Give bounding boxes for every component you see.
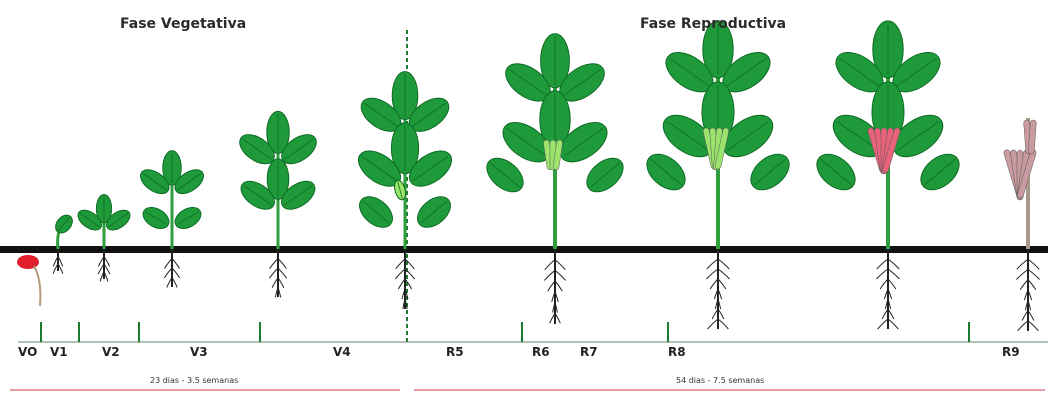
root-branch [718, 259, 729, 269]
stage-label-r7: R7 [580, 345, 598, 359]
plants-group [17, 21, 1040, 331]
root-branch [1028, 270, 1040, 280]
root-branch [545, 260, 555, 270]
root-branch [718, 269, 730, 279]
plant-v3 [136, 151, 207, 288]
root-branch [270, 259, 278, 269]
root-branch [1017, 259, 1028, 269]
root-branch [165, 259, 172, 269]
stage-label-vo: VO [18, 345, 37, 359]
root-branch [878, 319, 888, 329]
root-branch [1028, 321, 1038, 331]
stage-label-v3: V3 [190, 345, 208, 359]
root-branch [706, 269, 718, 279]
root-branch [278, 268, 287, 278]
plant-r7 [640, 21, 796, 329]
root-branch [269, 268, 278, 278]
plant-r9 [1003, 118, 1039, 331]
root-branch [888, 319, 898, 329]
plant-r6 [481, 34, 630, 324]
root-branch [172, 268, 180, 278]
root-branch [544, 270, 555, 280]
root-branch [718, 279, 726, 289]
radicle [34, 266, 40, 306]
plant-v1 [52, 212, 76, 274]
root-branch [877, 259, 888, 269]
seed [17, 255, 39, 269]
root-branch [164, 268, 172, 278]
root-branch [888, 279, 896, 289]
reproductive-duration: 54 dias - 7.5 semanas [676, 376, 764, 385]
plant-v2 [74, 194, 133, 281]
stage-label-v4: V4 [333, 345, 351, 359]
root-branch [888, 269, 900, 279]
soil-line [0, 246, 1048, 253]
root-branch [718, 319, 728, 329]
root-branch [396, 259, 405, 269]
root-branch [888, 259, 899, 269]
vegetative-duration: 23 dias - 3.5 semanas [150, 376, 238, 385]
plant-r8 [810, 21, 966, 329]
root-branch [555, 260, 565, 270]
plant-v3b [235, 111, 322, 297]
root-branch [555, 281, 562, 291]
reproductive-phase-title: Fase Reproductiva [640, 16, 786, 32]
stage-ticks [41, 322, 969, 342]
root-branch [880, 279, 888, 289]
stage-label-r5: R5 [446, 345, 464, 359]
vegetative-phase-title: Fase Vegetativa [120, 16, 246, 32]
stage-label-r9: R9 [1002, 345, 1020, 359]
stage-label-v2: V2 [102, 345, 120, 359]
root-branch [1018, 321, 1028, 331]
root-branch [708, 319, 718, 329]
root-branch [278, 259, 286, 269]
stage-label-v1: V1 [50, 345, 68, 359]
root-branch [1028, 280, 1036, 290]
root-branch [876, 269, 888, 279]
root-branch [710, 279, 718, 289]
stage-label-r8: R8 [668, 345, 686, 359]
root-branch [707, 259, 718, 269]
root-branch [395, 269, 405, 279]
root-branch [1028, 259, 1039, 269]
root-branch [1020, 280, 1028, 290]
stage-label-r6: R6 [532, 345, 550, 359]
root-branch [548, 281, 555, 291]
plant-v4 [352, 72, 458, 309]
root-branch [1016, 270, 1028, 280]
root-branch [555, 270, 566, 280]
root-branch [172, 259, 179, 269]
plant-vo [17, 255, 40, 306]
